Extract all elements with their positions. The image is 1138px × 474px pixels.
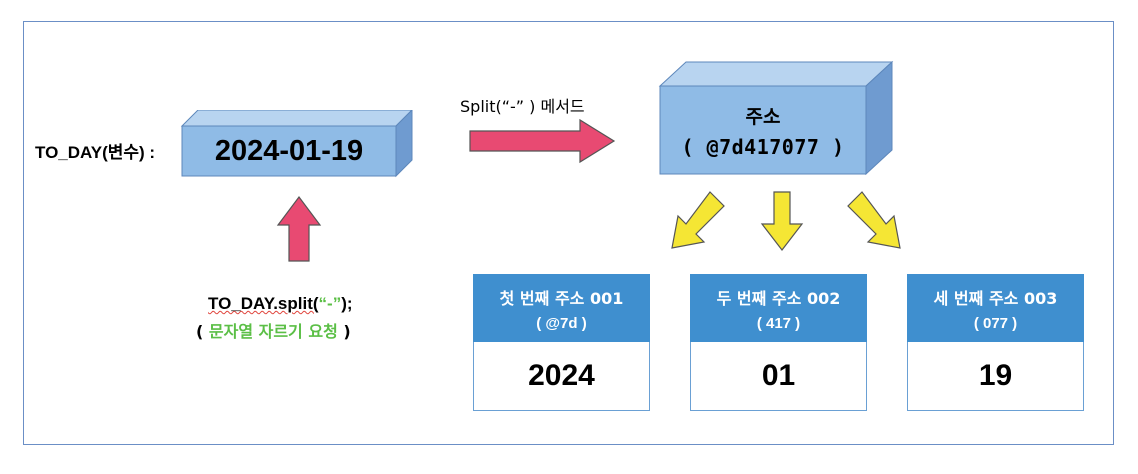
diagram-frame bbox=[23, 21, 1114, 445]
part-address: ( 077 ) bbox=[973, 314, 1018, 332]
split-code: TO_DAY.split(“-”); bbox=[208, 294, 353, 314]
desc-close: ) bbox=[337, 322, 351, 341]
desc-text: 문자열 자르기 요청 bbox=[208, 322, 338, 341]
date-value: 2024-01-19 bbox=[214, 134, 364, 167]
address-value: ( @7d417077 ) bbox=[681, 134, 845, 159]
down-arrow-icon bbox=[760, 191, 804, 251]
part-card-header: 두 번째 주소 002 ( 417 ) bbox=[690, 274, 867, 342]
method-label: Split(“-” ) 메서드 bbox=[460, 97, 585, 116]
code-suffix: ); bbox=[341, 294, 353, 313]
part-address: ( @7d ) bbox=[536, 314, 587, 332]
down-left-arrow-icon bbox=[671, 191, 725, 249]
address-box-content: 주소 ( @7d417077 ) bbox=[660, 90, 866, 170]
date-box bbox=[180, 110, 413, 178]
part-title: 세 번째 주소 003 bbox=[933, 288, 1058, 308]
part-card-1: 첫 번째 주소 001 ( @7d ) 2024 bbox=[473, 274, 650, 411]
split-description: ( 문자열 자르기 요청 ) bbox=[196, 318, 351, 342]
part-value: 2024 bbox=[473, 342, 650, 411]
part-value: 01 bbox=[690, 342, 867, 411]
code-prefix: TO_DAY.split( bbox=[208, 294, 319, 313]
part-title: 첫 번째 주소 001 bbox=[499, 288, 624, 308]
part-address: ( 417 ) bbox=[756, 314, 801, 332]
part-card-header: 세 번째 주소 003 ( 077 ) bbox=[907, 274, 1084, 342]
desc-open: ( bbox=[196, 322, 209, 341]
down-right-arrow-icon bbox=[847, 191, 901, 249]
part-value: 19 bbox=[907, 342, 1084, 411]
right-arrow-icon bbox=[469, 118, 616, 164]
part-card-2: 두 번째 주소 002 ( 417 ) 01 bbox=[690, 274, 867, 411]
part-card-header: 첫 번째 주소 001 ( @7d ) bbox=[473, 274, 650, 342]
part-card-3: 세 번째 주소 003 ( 077 ) 19 bbox=[907, 274, 1084, 411]
code-arg: “-” bbox=[318, 294, 342, 313]
address-box bbox=[658, 60, 894, 176]
address-title: 주소 bbox=[745, 105, 781, 128]
variable-label: TO_DAY(변수) : bbox=[35, 143, 156, 162]
part-title: 두 번째 주소 002 bbox=[716, 288, 841, 308]
up-arrow-icon bbox=[276, 196, 322, 262]
